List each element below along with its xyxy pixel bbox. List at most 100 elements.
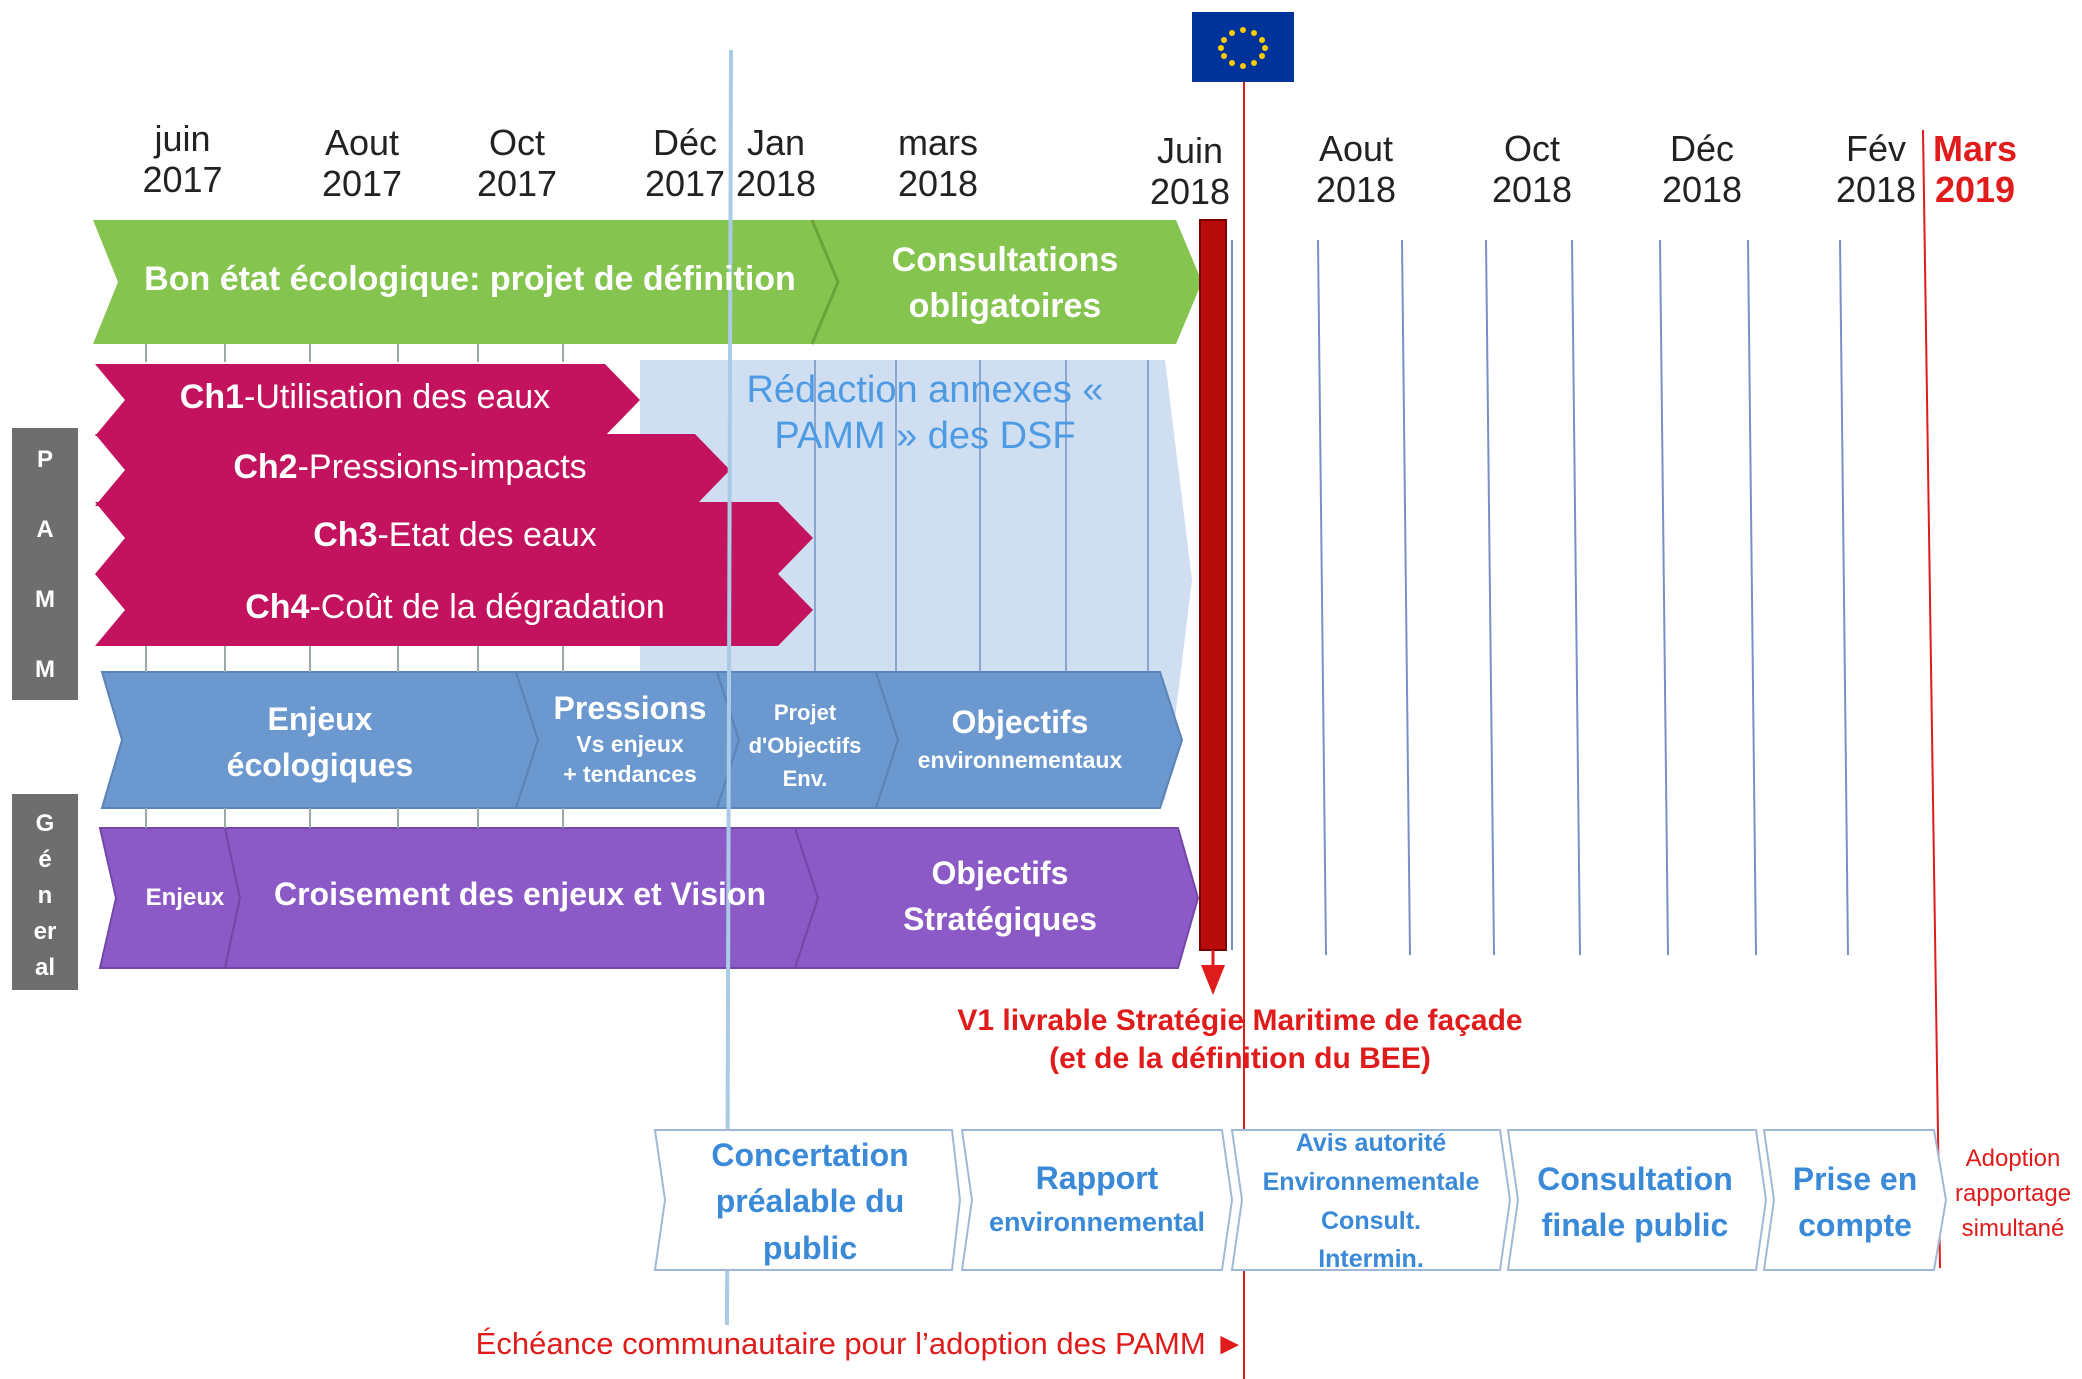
bottom-steps — [653, 1129, 1948, 1271]
step-line: Rapport — [1035, 1160, 1159, 1196]
date-month: Déc — [652, 122, 718, 163]
side-letter: A — [36, 516, 54, 543]
green-chevron-left — [93, 220, 838, 344]
date-year: 2017 — [476, 163, 558, 205]
date-year: 2018 — [1835, 169, 1917, 211]
date-month: Déc — [1669, 128, 1735, 169]
date-year: 2017 — [644, 163, 726, 205]
juin2018-arrow — [1201, 965, 1225, 995]
juin2018-red-bar — [1199, 219, 1227, 951]
step-line: finale public — [1541, 1207, 1729, 1244]
ch1-text: -Utilisation des eaux — [244, 378, 551, 416]
croisement-label: Croisement des enjeux et Vision — [273, 876, 766, 912]
date-month: Aout — [1318, 128, 1394, 169]
step-line: public — [762, 1229, 858, 1266]
step-line: Prise en — [1792, 1161, 1918, 1197]
adoption-line: Adoption — [1965, 1145, 2061, 1172]
ch2-label: Ch2-Pressions-impacts — [130, 448, 690, 487]
step-consultation: Consultation finale public — [1515, 1156, 1755, 1249]
pressions-sub1: Vs enjeux — [576, 730, 684, 757]
date-year: 2018 — [1491, 169, 1573, 211]
date-year: 2018 — [1149, 171, 1231, 213]
objectifs-env-label: Objectifs environnementaux — [885, 704, 1155, 773]
objectifs-env-title: Objectifs — [951, 704, 1089, 740]
date-year: 2018 — [897, 163, 979, 205]
adoption-label: Adoption rapportage simultané — [1944, 1142, 2082, 1246]
ch1-code: Ch1 — [179, 378, 245, 416]
ch4-code: Ch4 — [245, 588, 310, 626]
purple-enjeux-label: Enjeux — [145, 884, 225, 911]
v1-line2: (et de la définition du BEE) — [1049, 1041, 1431, 1075]
side-letter: P — [36, 446, 53, 473]
step-line: préalable du — [715, 1183, 905, 1220]
date-month: Oct — [1503, 128, 1560, 169]
date-month: Aout — [324, 122, 400, 163]
ch3-label: Ch3-Etat des eaux — [130, 516, 780, 555]
date-month: mars — [898, 122, 978, 163]
side-letter: M — [35, 586, 55, 613]
step-line: compte — [1798, 1207, 1912, 1244]
pressions-sub2: + tendances — [563, 761, 697, 788]
side-letter: é — [38, 846, 52, 873]
side-pamm: P A M M — [12, 428, 78, 700]
adoption-line: simultané — [1961, 1214, 2065, 1242]
date-year: 2017 — [142, 159, 223, 201]
date-month: Oct — [488, 122, 545, 163]
redaction-label: Rédaction annexes « PAMM » des DSF — [746, 369, 1104, 457]
purple-chevrons — [98, 827, 1200, 969]
adoption-line: rapportage — [1954, 1179, 2072, 1207]
pressions-title: Pressions — [553, 690, 707, 726]
objectifs-strategiques-label: Objectifs Stratégiques — [903, 855, 1097, 938]
step-line: Environnementale — [1262, 1167, 1480, 1196]
tick-marks — [145, 344, 564, 828]
side-letter: er — [33, 918, 57, 945]
steel-chevrons — [100, 671, 1184, 809]
v1-livrable-label: V1 livrable Stratégie Maritime de façade… — [880, 1002, 1600, 1077]
side-general: G é n er al — [12, 794, 78, 990]
date-month: juin — [154, 118, 211, 159]
date-year: 2019 — [1934, 169, 2016, 211]
side-letter: M — [35, 656, 55, 683]
ch4-text: -Coût de la dégradation — [309, 588, 665, 626]
ch4-label: Ch4-Coût de la dégradation — [130, 588, 780, 627]
echeance-label: Échéance communautaire pour l’adoption d… — [475, 1326, 1245, 1361]
enjeux-ecologiques-label: Enjeux écologiques — [226, 701, 414, 784]
side-letter: n — [37, 882, 53, 909]
step-avis: Avis autorité Environnementale Consult. … — [1240, 1124, 1502, 1279]
ch3-arrow — [95, 502, 813, 574]
projet-objectifs-label: Projet d'Objectifs Env. — [748, 700, 862, 791]
v1-line1: V1 livrable Stratégie Maritime de façade — [957, 1004, 1523, 1037]
jan2018-line — [725, 49, 733, 1326]
step-line: Consult. — [1321, 1206, 1421, 1235]
objectifs-env-sub: environnementaux — [917, 746, 1123, 773]
ch1-label: Ch1-Utilisation des eaux — [130, 378, 600, 417]
green-chevron-right — [812, 220, 1202, 344]
date-month: Mars — [1932, 128, 2018, 169]
date-year: 2018 — [1661, 169, 1743, 211]
eu-flag-icon — [1192, 12, 1294, 82]
step-line: Consultation — [1537, 1161, 1733, 1197]
date-month: Juin — [1156, 130, 1224, 171]
mars2019-line — [1922, 129, 1941, 1269]
step-prise-en-compte: Prise en compte — [1772, 1156, 1938, 1249]
date-year: 2017 — [321, 163, 403, 205]
date-month: Fév — [1845, 128, 1906, 169]
step-line: environnemental — [988, 1206, 1206, 1237]
ch2-text: -Pressions-impacts — [297, 448, 587, 486]
step-concertation: Concertation préalable du public — [670, 1132, 950, 1271]
date-year: 2018 — [1315, 169, 1397, 211]
date-year: 2018 — [735, 163, 817, 205]
